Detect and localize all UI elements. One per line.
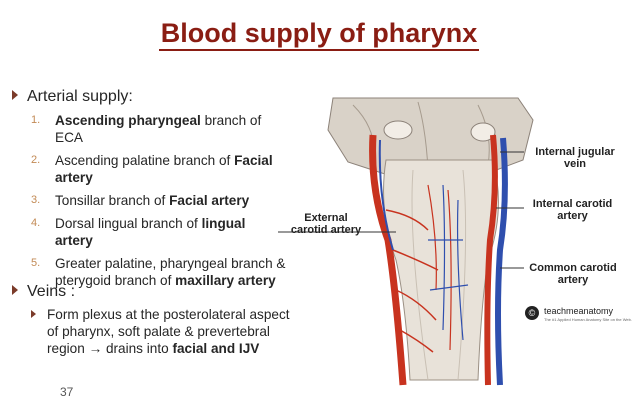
pharynx-drawing	[268, 97, 534, 386]
list-item: 3. Tonsillar branch of Facial artery	[31, 193, 250, 208]
triangle-bullet-icon	[31, 310, 36, 318]
triangle-bullet-icon	[12, 284, 18, 295]
list-item: 2. Ascending palatine branch of Facial a…	[31, 153, 273, 185]
veins-heading: Veins :	[12, 283, 75, 301]
list-item: 4. Dorsal lingual branch of lingual arte…	[31, 216, 246, 248]
logo-icon: ©	[525, 306, 539, 320]
label-external-carotid-artery: External carotid artery	[290, 212, 362, 236]
page-number: 37	[60, 385, 74, 399]
list-item: Form plexus at the posterolateral aspect…	[31, 306, 296, 357]
label-internal-jugular-vein: Internal jugular vein	[535, 146, 615, 170]
triangle-bullet-icon	[12, 89, 18, 100]
page-title: Blood supply of pharynx	[0, 18, 638, 51]
veins-list: Form plexus at the posterolateral aspect…	[31, 306, 296, 357]
teachmeanatomy-logo: © teachmeanatomy The #1 Applied Human An…	[525, 304, 635, 330]
label-common-carotid-artery: Common carotid artery	[529, 262, 617, 286]
pharynx-illustration	[268, 90, 633, 400]
list-item: 1. Ascending pharyngeal branch of ECA	[31, 113, 262, 145]
label-internal-carotid-artery: Internal carotid artery	[532, 198, 613, 222]
arterial-heading: Arterial supply:	[12, 88, 133, 106]
arterial-list: 1. Ascending pharyngeal branch of ECA 2.…	[31, 112, 286, 295]
list-item: 5. Greater palatine, pharyngeal branch &…	[31, 256, 286, 288]
right-arrow-icon: →	[88, 341, 103, 356]
